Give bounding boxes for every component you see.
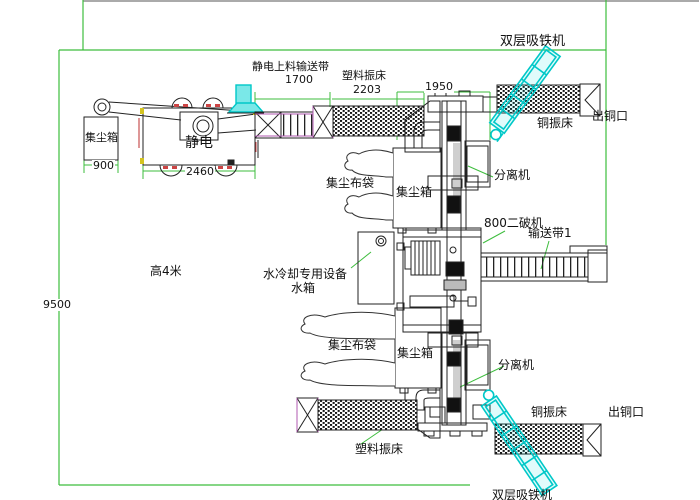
label-copper-bed-top: 铜振床 (537, 116, 574, 130)
label-height-note: 高4米 (150, 264, 182, 278)
label-dust-bag-top: 集尘布袋 (326, 176, 375, 190)
dim-9500: 9500 (42, 298, 72, 311)
label-dust-box-left: 集尘箱 (85, 131, 118, 144)
separator-bottom (394, 307, 491, 439)
dim-1950: 1950 (424, 80, 454, 93)
label-separator-top: 分离机 (494, 168, 531, 182)
label-plastic-bed-bottom: 塑料振床 (355, 442, 404, 456)
site-boundary (58, 0, 607, 486)
label-magnet-top: 双层吸铁机 (500, 34, 566, 49)
label-water-cooling-2: 水箱 (291, 281, 316, 295)
label-crusher: 800二破机 (484, 216, 543, 230)
label-magnet-bottom: 双层吸铁机 (492, 488, 553, 500)
dim-1700: 1700 (284, 73, 314, 86)
label-feed-conveyor: 静电上料输送带 (252, 60, 329, 73)
label-electrostatic: 静电 (185, 135, 213, 151)
hopper-icon (227, 84, 265, 114)
water-tank (357, 231, 395, 305)
plastic-bed-bottom (296, 397, 418, 433)
dust-bags-bottom (300, 311, 396, 387)
crusher-800 (396, 227, 482, 333)
feed-conveyor (254, 111, 314, 158)
belt-conveyor-1 (480, 245, 608, 283)
plastic-bed-top (312, 105, 425, 139)
label-dust-box-top: 集尘箱 (396, 185, 433, 199)
label-copper-bed-bottom: 铜振床 (531, 405, 568, 419)
dust-bags-top (344, 149, 394, 221)
dim-900: 900 (92, 159, 115, 172)
label-belt1: 输送带1 (528, 226, 572, 240)
label-copper-outlet-bottom: 出铜口 (608, 405, 645, 419)
label-plastic-bed-top: 塑料振床 (342, 69, 386, 82)
electrostatic-accents (138, 104, 257, 169)
label-dust-bag-bottom: 集尘布袋 (328, 338, 377, 352)
label-copper-outlet-top: 出铜口 (592, 109, 629, 123)
label-water-cooling-1: 水冷却专用设备 (263, 267, 348, 281)
magnet-conveyor-top (488, 44, 562, 143)
dim-2460: 2460 (185, 165, 215, 178)
label-dust-box-bottom: 集尘箱 (397, 346, 434, 360)
magnet-conveyor-bottom (480, 389, 558, 497)
dim-2203: 2203 (352, 83, 382, 96)
label-separator-bottom: 分离机 (498, 358, 535, 372)
